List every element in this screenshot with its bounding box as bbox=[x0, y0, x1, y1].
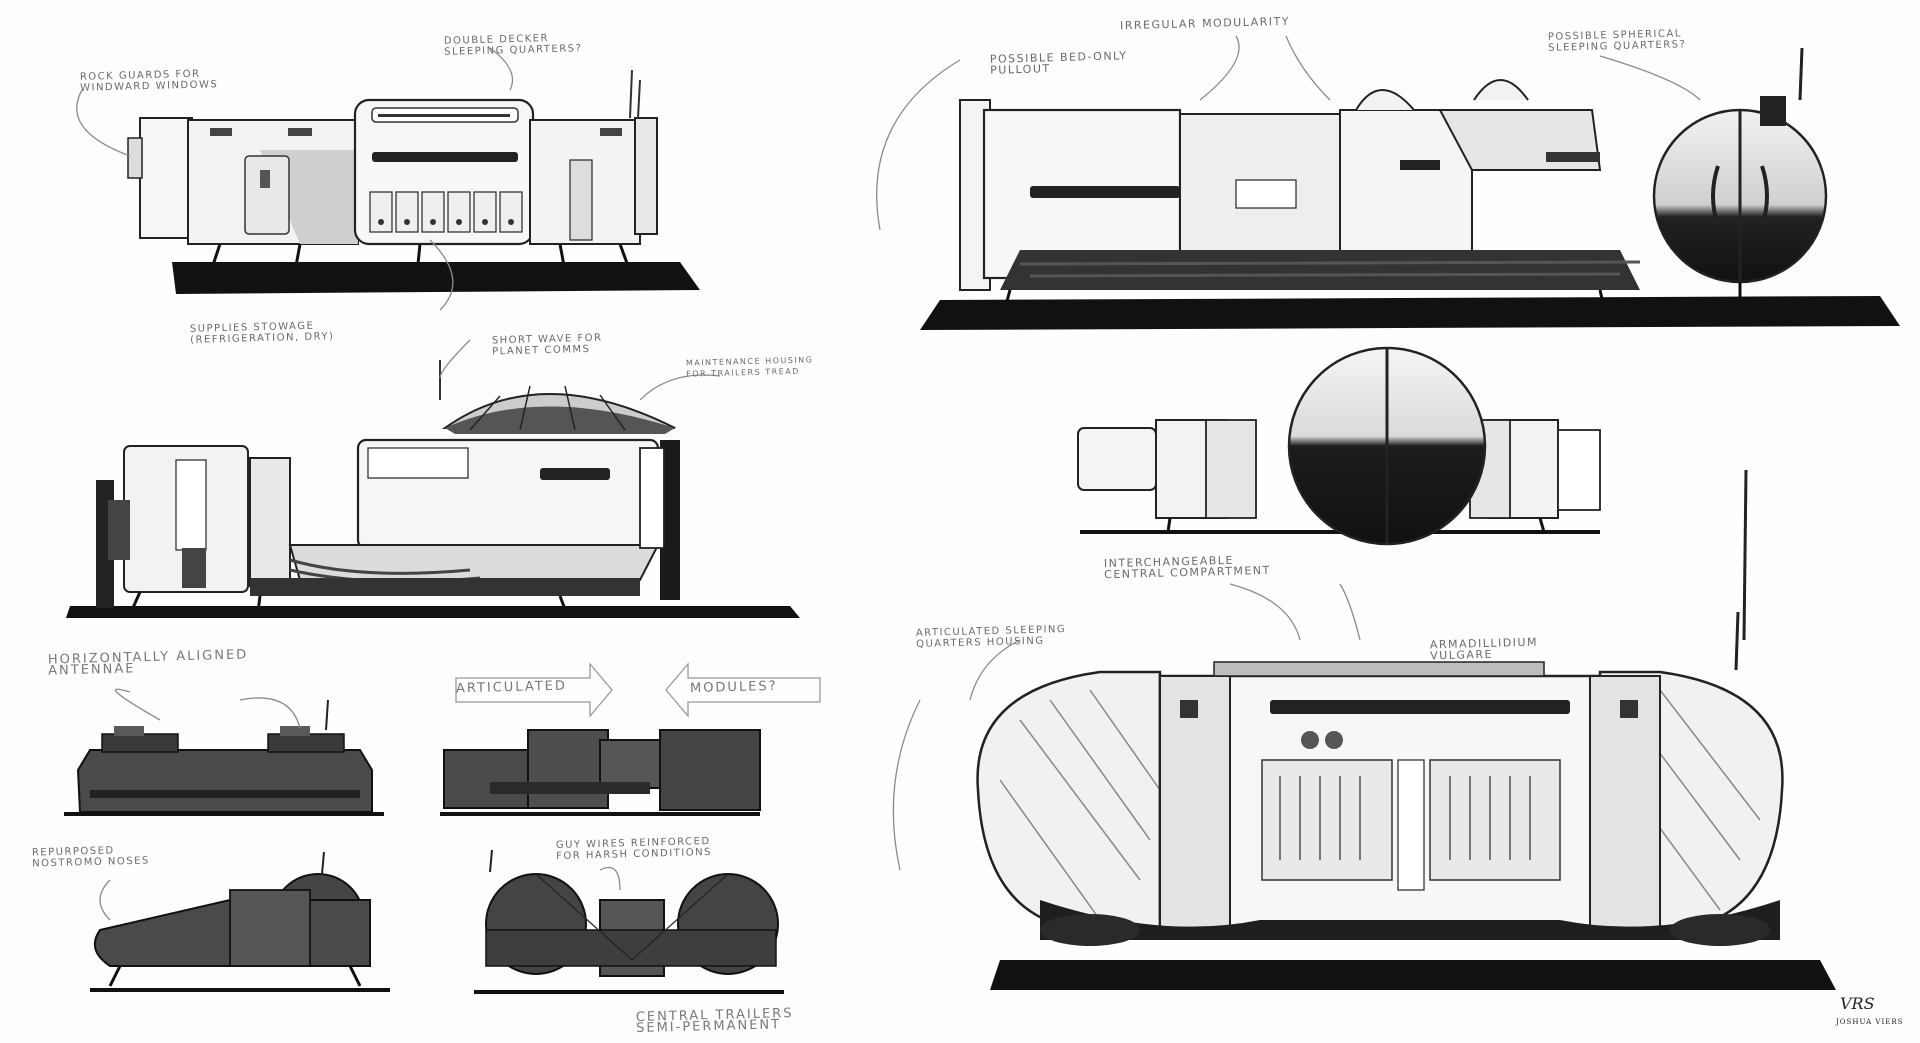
vehicle-double-decker bbox=[127, 69, 700, 294]
note-short-wave: SHORT WAVE FOR PLANET COMMS bbox=[491, 332, 603, 358]
vehicle-dome-antenna bbox=[66, 360, 800, 618]
note-central-trailers: CENTRAL TRAILERS SEMI-PERMANENT bbox=[635, 1005, 794, 1037]
vehicle-dark-guy-wires bbox=[474, 849, 784, 994]
annotation-arrows bbox=[76, 35, 1701, 921]
note-guy-wires: GUY WIRES REINFORCED FOR HARSH CONDITION… bbox=[555, 835, 713, 863]
note-modules: MODULES? bbox=[689, 678, 778, 697]
artist-signature: VRS bbox=[1840, 994, 1875, 1013]
vehicle-interchangeable-core bbox=[1077, 346, 1601, 546]
note-repurposed-nostromo: REPURPOSED NOSTROMO NOSES bbox=[31, 845, 150, 870]
note-supplies-stowage: SUPPLIES STOWAGE (REFRIGERATION, DRY) bbox=[189, 320, 335, 346]
note-maintenance-housing: MAINTENANCE HOUSING FOR TRAILERS TREAD bbox=[685, 355, 814, 379]
note-rock-guards: ROCK GUARDS FOR WINDWARD WINDOWS bbox=[79, 68, 219, 94]
note-double-decker: DOUBLE DECKER SLEEPING QUARTERS? bbox=[443, 33, 583, 58]
artist-name: JOSHUA VIERS bbox=[1836, 1018, 1904, 1026]
note-possible-spherical: POSSIBLE SPHERICAL SLEEPING QUARTERS? bbox=[1547, 28, 1687, 54]
vehicle-armadillidium bbox=[976, 469, 1836, 990]
note-articulated: ARTICULATED bbox=[455, 678, 568, 697]
note-armadillidium: ARMADILLIDIUM VULGARE bbox=[1429, 635, 1539, 663]
vehicle-dark-nostromo-nose bbox=[90, 851, 390, 992]
note-articulated-sleeping: ARTICULATED SLEEPING QUARTERS HOUSING bbox=[915, 624, 1067, 650]
note-possible-bed-pullout: POSSIBLE BED-ONLY PULLOUT bbox=[989, 49, 1128, 77]
vehicle-dark-antennae bbox=[64, 699, 384, 816]
note-interchangeable: INTERCHANGEABLE CENTRAL COMPARTMENT bbox=[1103, 553, 1271, 582]
vehicle-spherical-quarters bbox=[920, 47, 1900, 330]
vehicle-dark-articulated bbox=[440, 729, 761, 816]
